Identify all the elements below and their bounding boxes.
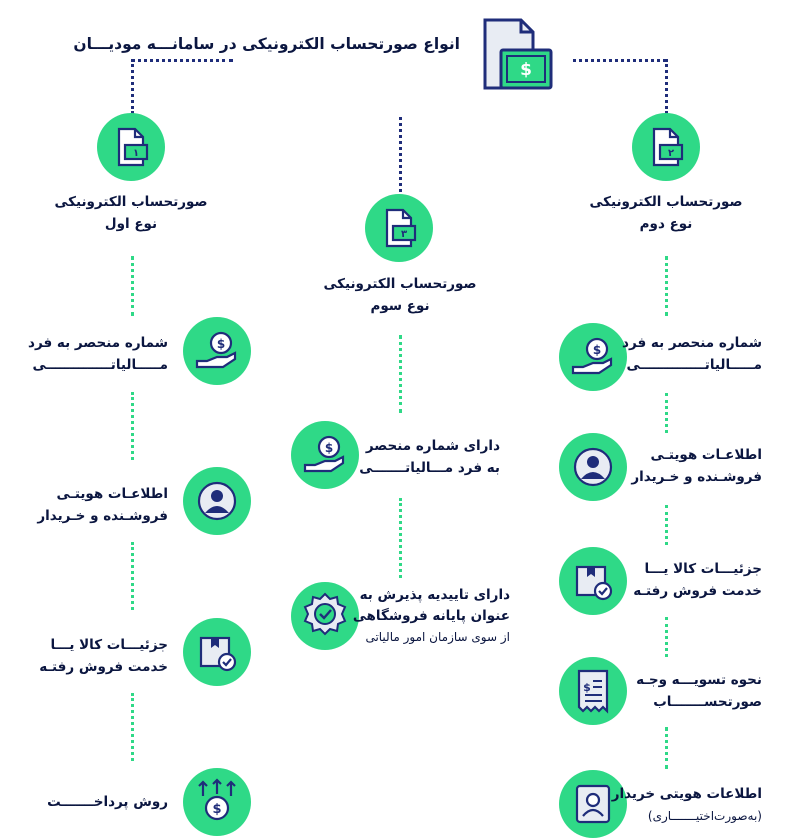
type1-item3-line2: خدمت فروش رفتـه bbox=[39, 659, 168, 675]
type2-item4-line2: صورتحســـــــاب bbox=[653, 694, 762, 710]
type1-link-1 bbox=[131, 256, 134, 316]
type1-title: صورتحساب الکترونیکی نوع اول bbox=[46, 191, 216, 235]
type3-item2-text: دارای تاییدیه پذیرش به عنوان پایانه فروش… bbox=[353, 585, 510, 647]
type2-item2-text: اطلاعـات هویتـی فروشـنده و خـریدار bbox=[631, 444, 762, 488]
type3-item2-line1: دارای تاییدیه پذیرش به bbox=[359, 587, 510, 603]
page-title: انواع صورتحساب الکترونیکی در سامانـــه م… bbox=[73, 31, 460, 57]
connector-right-top bbox=[573, 59, 666, 62]
type1-item2-line1: اطلاعـات هویتـی bbox=[56, 486, 168, 502]
type2-item4-text: نحوه تسویـــه وجـه صورتحســـــــاب bbox=[636, 669, 762, 713]
title-line1: انواع صورتحساب الکترونیکی bbox=[242, 35, 460, 53]
type2-item1-line2: مـــــالیاتــــــــــــــی bbox=[626, 357, 762, 373]
type2-link-5 bbox=[665, 727, 668, 769]
user-icon bbox=[559, 433, 627, 501]
type1-item3-line1: جزئیـــات کالا یـــا bbox=[50, 637, 168, 653]
type2-link-3 bbox=[665, 505, 668, 545]
type1-item1-text: شماره منحصر به فرد مـــــالیاتــــــــــ… bbox=[28, 332, 168, 376]
type2-icon: ٢ bbox=[632, 113, 700, 181]
type2-link-2 bbox=[665, 393, 668, 433]
svg-text:$: $ bbox=[593, 343, 601, 357]
type2-item3-text: جزئیـــات کالا یـــا خدمت فروش رفتـه bbox=[633, 558, 762, 602]
type2-item5-line2: (بەصورت‌اختیـــــــاری) bbox=[647, 809, 762, 823]
type2-item4-line1: نحوه تسویـــه وجـه bbox=[636, 672, 762, 688]
type1-icon: ١ bbox=[97, 113, 165, 181]
type1-item1-line1: شماره منحصر به فرد bbox=[28, 335, 168, 351]
type1-title-line2: نوع اول bbox=[104, 216, 158, 232]
type3-link-2 bbox=[399, 498, 402, 578]
hand-coin-icon: $ bbox=[183, 317, 251, 385]
receipt-icon: $ bbox=[559, 657, 627, 725]
badge-check-icon bbox=[291, 582, 359, 650]
type1-link-3 bbox=[131, 542, 134, 610]
type1-title-line1: صورتحساب الکترونیکی bbox=[54, 194, 208, 210]
type3-item1-line1: دارای شماره منحصر bbox=[365, 438, 500, 454]
connector-left-down bbox=[131, 59, 134, 114]
type1-number: ١ bbox=[133, 148, 139, 159]
svg-text:$: $ bbox=[212, 802, 221, 817]
type1-item2-line2: فروشـنده و خـریدار bbox=[37, 508, 168, 524]
type3-item1-text: دارای شماره منحصر به فرد مـــالیاتــــــ… bbox=[359, 435, 500, 479]
type1-item4-line1: روش پرداخـــــــت bbox=[47, 794, 168, 810]
connector-right-down bbox=[665, 59, 668, 114]
type2-item3-line2: خدمت فروش رفتـه bbox=[633, 583, 762, 599]
svg-text:$: $ bbox=[217, 337, 225, 351]
type3-number: ٣ bbox=[401, 229, 407, 240]
type2-item5-line1: اطلاعات هویتی خریدار bbox=[611, 786, 762, 802]
type3-item2-line3: از سوی سازمان امور مالیاتی bbox=[365, 630, 510, 644]
type2-title: صورتحساب الکترونیکی نوع دوم bbox=[581, 191, 751, 235]
hand-coin-icon: $ bbox=[559, 323, 627, 391]
type3-link-1 bbox=[399, 335, 402, 413]
type2-link-4 bbox=[665, 617, 668, 657]
user-icon bbox=[183, 467, 251, 535]
invoice-dollar-icon: $ bbox=[475, 14, 561, 94]
type3-item2-line2: عنوان پایانه فروشگاهی bbox=[352, 608, 510, 624]
type3-item1-line2: به فرد مـــالیاتـــــــی bbox=[359, 460, 500, 476]
type1-item1-line2: مـــــالیاتــــــــــــــی bbox=[32, 357, 168, 373]
type3-title-line2: نوع سوم bbox=[370, 298, 430, 314]
type2-title-line2: نوع دوم bbox=[639, 216, 693, 232]
svg-text:$: $ bbox=[325, 441, 333, 455]
svg-text:$: $ bbox=[520, 60, 532, 80]
type2-title-line1: صورتحساب الکترونیکی bbox=[589, 194, 743, 210]
type2-item3-line1: جزئیـــات کالا یـــا bbox=[644, 561, 762, 577]
type1-item3-text: جزئیـــات کالا یـــا خدمت فروش رفتـه bbox=[39, 634, 168, 678]
type2-item1-line1: شماره منحصر به فرد bbox=[622, 335, 762, 351]
connector-left-top bbox=[131, 59, 233, 62]
coin-arrows-icon: $ bbox=[183, 768, 251, 836]
type1-item4-text: روش پرداخـــــــت bbox=[47, 791, 168, 813]
box-check-icon bbox=[183, 618, 251, 686]
type1-link-2 bbox=[131, 392, 134, 460]
connector-center-down bbox=[399, 117, 402, 192]
type2-item2-line2: فروشـنده و خـریدار bbox=[631, 469, 762, 485]
title-line2: در سامانـــه مودیـــان bbox=[73, 35, 237, 53]
type1-link-4 bbox=[131, 693, 134, 761]
type2-item1-text: شماره منحصر به فرد مـــــالیاتــــــــــ… bbox=[622, 332, 762, 376]
box-check-icon bbox=[559, 547, 627, 615]
type3-title-line1: صورتحساب الکترونیکی bbox=[323, 276, 477, 292]
svg-text:$: $ bbox=[583, 681, 591, 694]
type2-item5-text: اطلاعات هویتی خریدار (بەصورت‌اختیـــــــ… bbox=[612, 783, 762, 827]
type2-number: ٢ bbox=[668, 148, 674, 159]
type2-item2-line1: اطلاعـات هویتـی bbox=[650, 447, 762, 463]
type1-item2-text: اطلاعـات هویتـی فروشـنده و خـریدار bbox=[37, 483, 168, 527]
hand-coin-icon: $ bbox=[291, 421, 359, 489]
user-card-icon bbox=[559, 770, 627, 838]
type3-icon: ٣ bbox=[365, 194, 433, 262]
type2-link-1 bbox=[665, 256, 668, 316]
type3-title: صورتحساب الکترونیکی نوع سوم bbox=[315, 273, 485, 317]
